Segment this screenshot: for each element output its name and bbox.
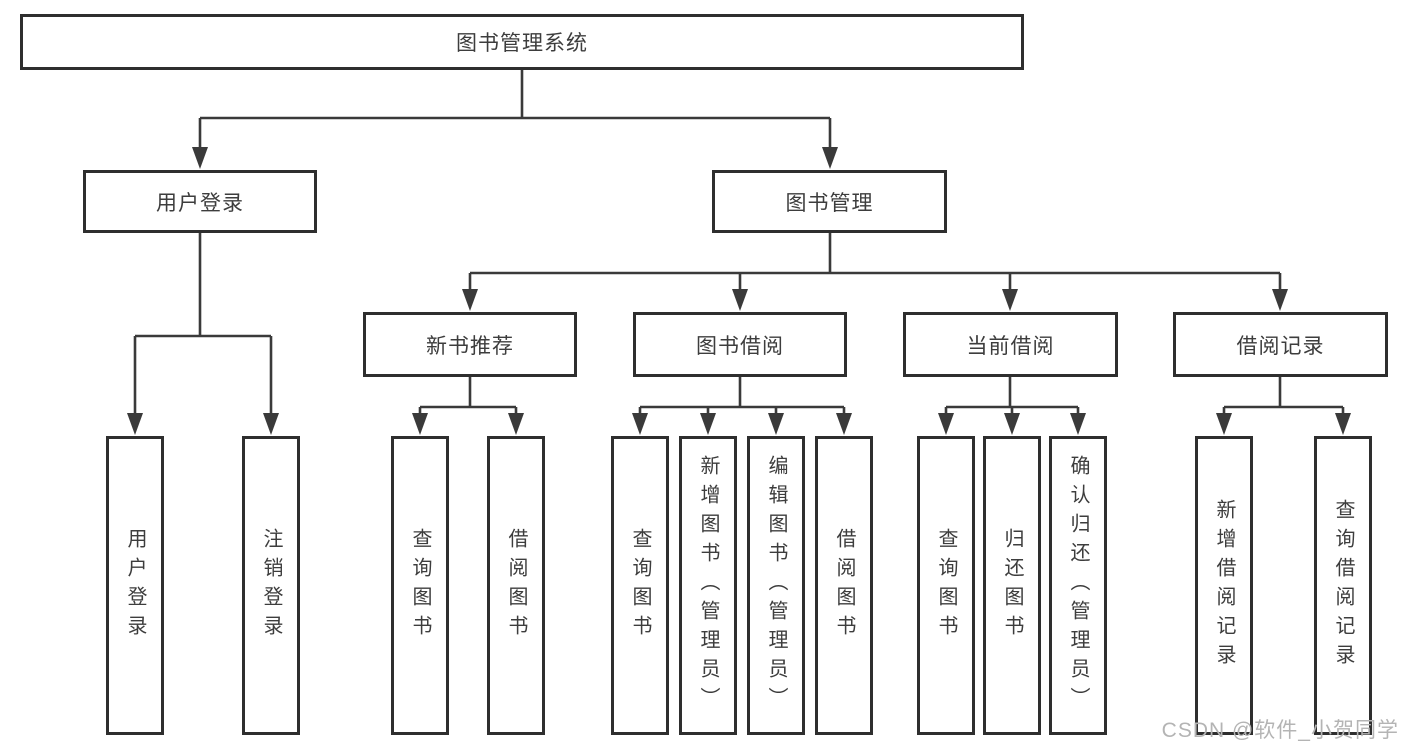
node-root-label: 图书管理系统 bbox=[456, 32, 588, 55]
node-root: 图书管理系统 bbox=[20, 14, 1024, 70]
node-new-book-recommend-label: 新书推荐 bbox=[426, 334, 514, 358]
leaf-cb-return-books-label: 归还图书 bbox=[1001, 527, 1023, 644]
node-book-borrowing-label: 图书借阅 bbox=[696, 334, 784, 358]
leaf-br-add-record-label: 新增借阅记录 bbox=[1213, 498, 1235, 673]
node-book-management: 图书管理 bbox=[712, 170, 947, 233]
node-new-book-recommend: 新书推荐 bbox=[363, 312, 577, 377]
leaf-logout: 注销登录 bbox=[242, 436, 300, 735]
leaf-cb-query-books: 查询图书 bbox=[917, 436, 975, 735]
leaf-bb-edit-books-admin-label: 编辑图书（管理员） bbox=[765, 455, 787, 716]
leaf-bb-query-books-label: 查询图书 bbox=[629, 527, 651, 644]
leaf-br-query-record-label: 查询借阅记录 bbox=[1332, 498, 1354, 673]
leaf-bb-add-books-admin: 新增图书（管理员） bbox=[679, 436, 737, 735]
leaf-user-login-label: 用户登录 bbox=[124, 527, 146, 644]
leaf-bb-edit-books-admin: 编辑图书（管理员） bbox=[747, 436, 805, 735]
leaf-cb-confirm-return-admin-label: 确认归还（管理员） bbox=[1067, 455, 1089, 716]
leaf-bb-add-books-admin-label: 新增图书（管理员） bbox=[697, 455, 719, 716]
node-current-borrowing-label: 当前借阅 bbox=[966, 334, 1055, 358]
leaf-br-query-record: 查询借阅记录 bbox=[1314, 436, 1372, 735]
leaf-bb-query-books: 查询图书 bbox=[611, 436, 669, 735]
node-borrowing-records: 借阅记录 bbox=[1173, 312, 1388, 377]
leaf-cb-query-books-label: 查询图书 bbox=[935, 527, 957, 644]
leaf-nb-query-books: 查询图书 bbox=[391, 436, 449, 735]
leaf-nb-query-books-label: 查询图书 bbox=[409, 527, 431, 644]
leaf-nb-borrow-books-label: 借阅图书 bbox=[505, 527, 527, 644]
leaf-nb-borrow-books: 借阅图书 bbox=[487, 436, 545, 735]
leaf-cb-confirm-return-admin: 确认归还（管理员） bbox=[1049, 436, 1107, 735]
leaf-logout-label: 注销登录 bbox=[260, 527, 282, 644]
node-user-login-label: 用户登录 bbox=[156, 191, 244, 215]
node-current-borrowing: 当前借阅 bbox=[903, 312, 1118, 377]
node-user-login: 用户登录 bbox=[83, 170, 317, 233]
leaf-bb-borrow-books-label: 借阅图书 bbox=[833, 527, 855, 644]
leaf-bb-borrow-books: 借阅图书 bbox=[815, 436, 873, 735]
node-book-borrowing: 图书借阅 bbox=[633, 312, 847, 377]
leaf-cb-return-books: 归还图书 bbox=[983, 436, 1041, 735]
node-borrowing-records-label: 借阅记录 bbox=[1236, 334, 1325, 358]
leaf-br-add-record: 新增借阅记录 bbox=[1195, 436, 1253, 735]
node-book-management-label: 图书管理 bbox=[785, 191, 874, 215]
leaf-user-login: 用户登录 bbox=[106, 436, 164, 735]
